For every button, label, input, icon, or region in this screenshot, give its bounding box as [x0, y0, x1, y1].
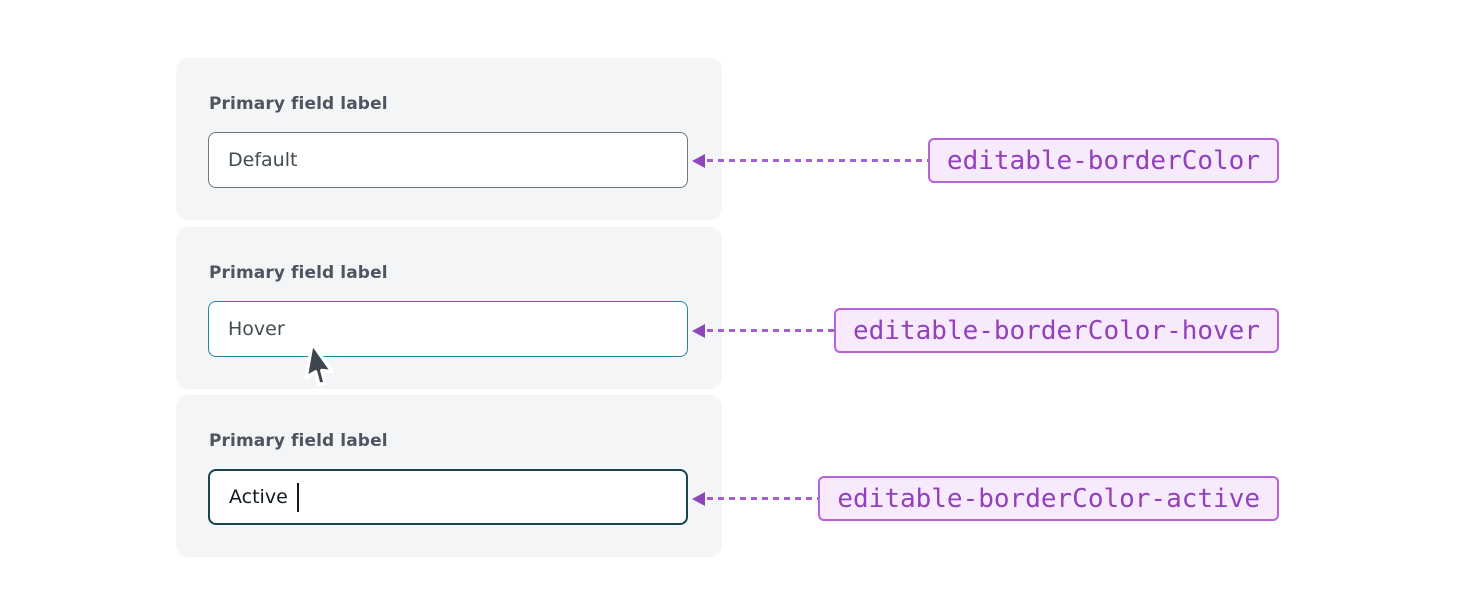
token-badge-borderColor: editable-borderColor: [927, 138, 1279, 183]
text-caret: [296, 482, 300, 512]
token-badge-borderColor-active: editable-borderColor-active: [818, 476, 1279, 521]
field-label: Primary field label: [209, 431, 388, 451]
dashed-line: [707, 497, 819, 500]
field-card-default: Primary field label Default: [176, 58, 722, 220]
arrowhead-left-icon: [692, 323, 705, 338]
input-value: Default: [228, 149, 298, 171]
text-input-active[interactable]: Active: [208, 469, 688, 525]
annotation-arrow-icon: [692, 323, 834, 338]
arrowhead-left-icon: [692, 153, 705, 168]
dashed-line: [707, 159, 928, 162]
text-input-default[interactable]: Default: [208, 132, 688, 188]
input-value: Hover: [228, 318, 285, 340]
field-card-active: Primary field label Active: [176, 395, 722, 557]
field-label: Primary field label: [209, 263, 388, 283]
mouse-cursor-icon: [304, 341, 334, 387]
field-label: Primary field label: [209, 94, 388, 114]
annotation-row-default: editable-borderColor: [692, 138, 1279, 183]
dashed-line: [707, 329, 834, 332]
field-card-hover: Primary field label Hover: [176, 227, 722, 389]
annotation-arrow-icon: [692, 153, 928, 168]
annotation-row-hover: editable-borderColor-hover: [692, 308, 1279, 353]
arrowhead-left-icon: [692, 491, 705, 506]
annotation-row-active: editable-borderColor-active: [692, 476, 1279, 521]
annotation-arrow-icon: [692, 491, 819, 506]
input-value: Active: [229, 486, 288, 508]
token-badge-borderColor-hover: editable-borderColor-hover: [834, 308, 1279, 353]
text-input-hover[interactable]: Hover: [208, 301, 688, 357]
